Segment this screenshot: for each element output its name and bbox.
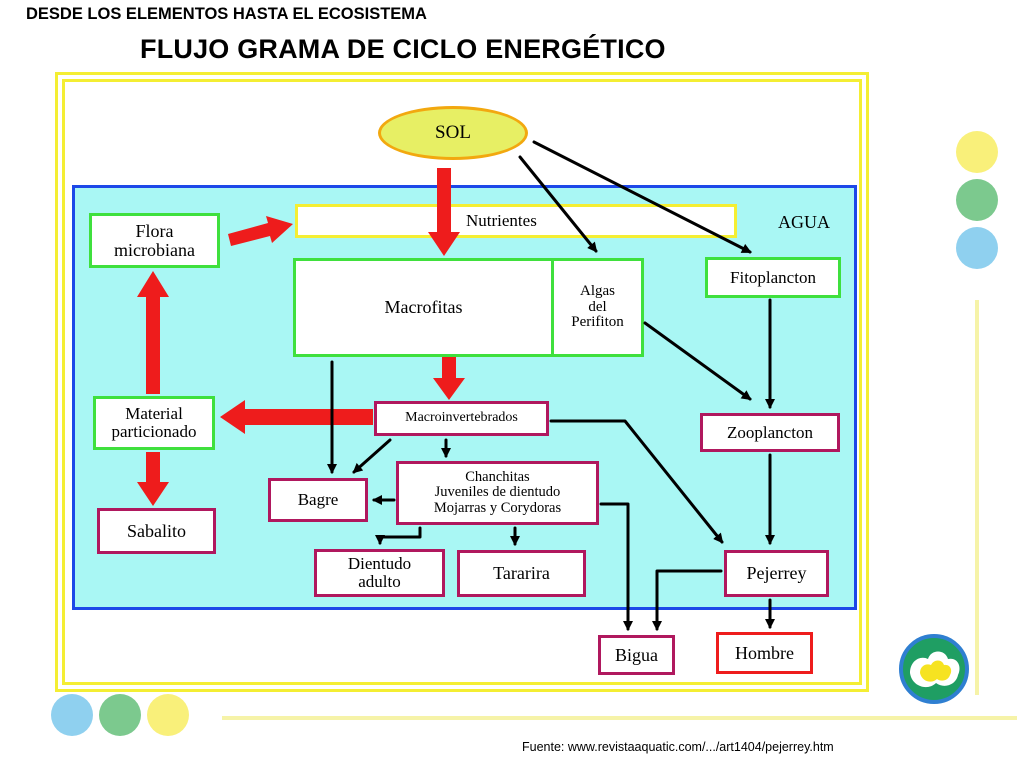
node-sol: SOL <box>378 106 528 160</box>
arrow-chanchitas-bigua <box>599 502 633 631</box>
node-flora-microbiana: Flora microbiana <box>89 213 220 268</box>
node-bagre: Bagre <box>268 478 368 522</box>
decorative-line-vertical <box>975 300 979 695</box>
arrow-chanchitas-dientudo <box>375 526 422 545</box>
decorative-dot <box>956 227 998 269</box>
arrow-flora-nutrientes <box>228 216 293 246</box>
thick-red-arrows <box>137 168 465 506</box>
diagram-frame-inner <box>62 79 862 685</box>
decorative-dot <box>99 694 141 736</box>
arrow-macrofitas-macroinvertebrados <box>433 357 465 400</box>
arrow-sol-algas <box>518 155 598 253</box>
node-tararira: Tararira <box>457 550 586 597</box>
thin-black-arrows <box>327 140 775 631</box>
node-material-particionado: Material particionado <box>93 396 215 450</box>
arrow-pejerrey-bigua <box>652 569 723 631</box>
node-hombre: Hombre <box>716 632 813 674</box>
node-dientudo-adulto: Dientudo adulto <box>314 549 445 597</box>
decorative-dot <box>956 179 998 221</box>
decorative-dot <box>147 694 189 736</box>
arrow-sol-macrofitas <box>428 168 460 256</box>
decorative-dot <box>956 131 998 173</box>
arrow-material-flora <box>137 271 169 394</box>
arrow-macroinvertebrados-bagre <box>352 438 392 474</box>
supertitle: DESDE LOS ELEMENTOS HASTA EL ECOSISTEMA <box>26 5 427 23</box>
source-credit: Fuente: www.revistaaquatic.com/.../art14… <box>522 740 834 754</box>
node-chanchitas-juveniles: Chanchitas Juveniles de dientudo Mojarra… <box>396 461 599 525</box>
water-label: AGUA <box>778 212 830 232</box>
node-pejerrey: Pejerrey <box>724 550 829 597</box>
node-macroinvertebrados: Macroinvertebrados <box>374 401 549 436</box>
arrow-macroinvertebrados-material <box>220 400 373 434</box>
page-title: FLUJO GRAMA DE CICLO ENERGÉTICO <box>140 34 666 64</box>
node-sabalito: Sabalito <box>97 508 216 554</box>
arrow-material-sabalito <box>137 452 169 506</box>
arrow-sol-fitoplancton <box>532 140 752 254</box>
node-fitoplancton: Fitoplancton <box>705 257 841 298</box>
decorative-line-horizontal <box>222 716 1017 720</box>
node-zooplancton: Zooplancton <box>700 413 840 452</box>
node-bigua: Bigua <box>598 635 675 675</box>
node-nutrientes: Nutrientes <box>295 204 737 238</box>
arrow-macroinvertebrados-pejerrey <box>549 419 724 544</box>
arrow-algas-zooplancton <box>643 321 752 401</box>
node-macrofitas: Macrofitas <box>293 258 554 357</box>
logo-icon <box>899 634 969 704</box>
diagram-frame-outer <box>55 72 869 692</box>
node-algas-del-perifiton: Algas del Perifiton <box>551 258 644 357</box>
decorative-dot <box>51 694 93 736</box>
